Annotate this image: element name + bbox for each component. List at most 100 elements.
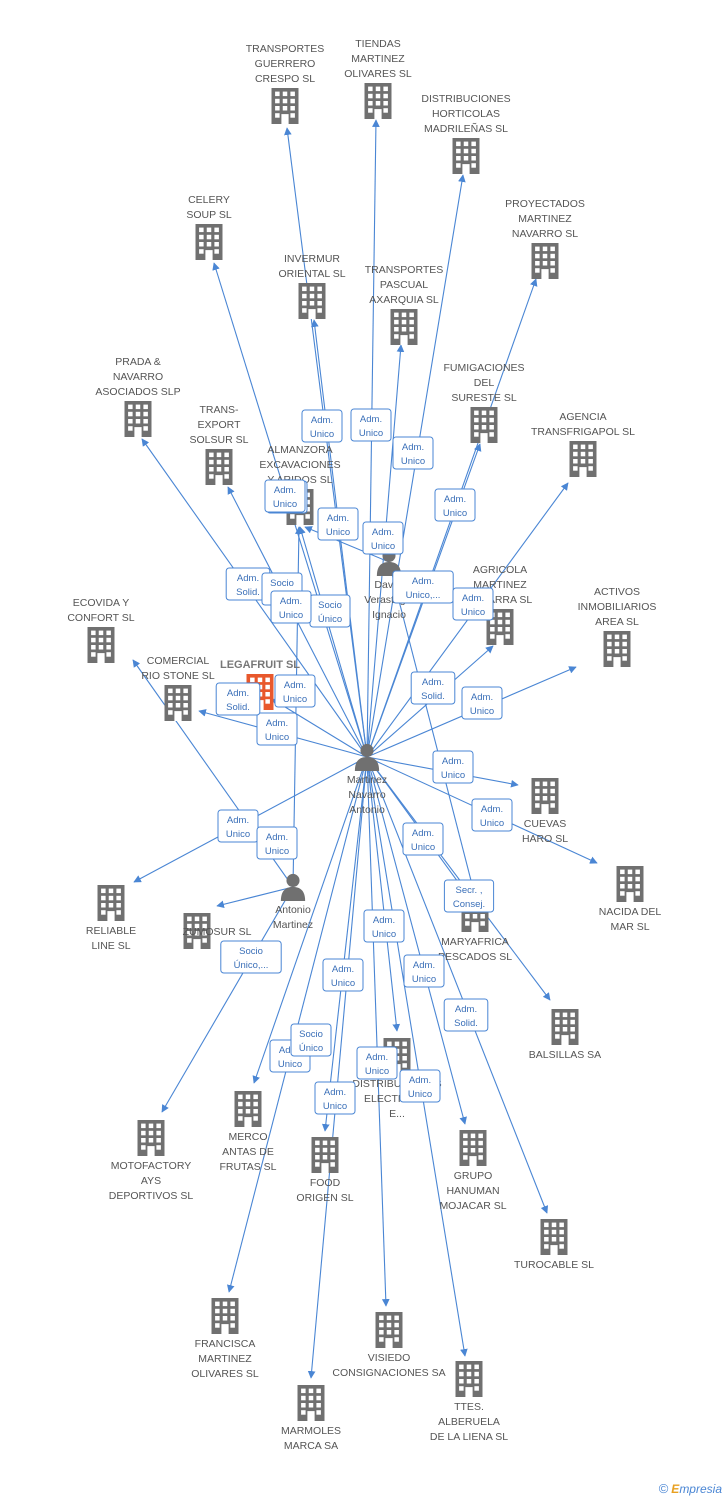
node-label: E... [389, 1108, 405, 1120]
edge-label-mna-ghm[interactable]: Adm.Unico [403, 954, 445, 988]
edge-label-am-zum[interactable]: Adm.Unico [256, 826, 298, 860]
edge-label-mna-dee[interactable]: Adm.Unico [356, 1046, 398, 1080]
edge-label-text: Unico [441, 770, 465, 781]
edge-label-box [443, 998, 489, 1032]
node-label: TRANSPORTES [365, 264, 444, 276]
edge-label-box [363, 909, 405, 943]
edge-label-mna-foo[interactable]: Adm.Unico [314, 1081, 356, 1115]
node-label: MARTINEZ [518, 213, 572, 225]
edge-label-text: Solid. [226, 702, 250, 713]
company-node-leg[interactable]: LEGAFRUIT SL [220, 659, 300, 710]
edge-label-mna-bal[interactable]: Adm.Solid. [443, 998, 489, 1032]
node-label: NAVARRO [113, 371, 163, 383]
node-label: ALBERUELA [438, 1416, 500, 1428]
node-label: AYS [141, 1175, 161, 1187]
edge-label-mna-leg[interactable]: Adm.Unico [274, 674, 316, 708]
edge-label-text: Adm. [455, 1004, 477, 1015]
edge-label-mna-vis[interactable]: Adm. Unico [363, 909, 405, 943]
edge-label-box [256, 826, 298, 860]
edge-label-mna-cha[interactable]: Adm.Unico [432, 750, 474, 784]
edge-label-mna-tg[interactable]: Adm.Unico [301, 409, 343, 443]
node-label: MARTINEZ [351, 53, 405, 65]
edge-label-am-mot[interactable]: SocioÚnico,... [220, 940, 282, 974]
edge-label-mna-dhm[interactable]: Adm.Unico [392, 436, 434, 470]
node-label: AREA SL [595, 616, 639, 628]
edge-label-mna-pmn[interactable]: Adm.Unico [434, 488, 476, 522]
edge-label-text: Adm. [409, 1075, 431, 1086]
node-label: RELIABLE [86, 925, 136, 937]
edge-label-am-eyc[interactable]: Adm.Solid. [215, 682, 261, 716]
edge-label-mna-tpa[interactable]: Adm.Unico [362, 521, 404, 555]
edge-label-mna-aia[interactable]: Adm.Unico [461, 686, 503, 720]
node-label: DISTRIBUCIONES [421, 93, 510, 105]
edge-label-box [402, 822, 444, 856]
edge-label-dv-mya[interactable]: Secr. ,Consej. [443, 879, 495, 913]
edge-label-am-aea[interactable]: Adm.Unico [270, 590, 312, 624]
edge-label-mna-mms[interactable]: Adm.Unico [322, 958, 364, 992]
building-icon [569, 441, 597, 477]
edge-label-box [434, 488, 476, 522]
node-label: ASOCIADOS SLP [95, 386, 180, 398]
edge-label-mna-inv[interactable]: Adm.Unico [317, 507, 359, 541]
node-label: TRANSFRIGAPOL SL [531, 426, 635, 438]
company-node-zum[interactable]: ZUMOSUR SL [183, 913, 252, 949]
edge-label-dv-aea[interactable]: Adm.Unico [264, 479, 306, 513]
edge-label-mna-rel[interactable]: Adm.Unico [217, 809, 259, 843]
edge-label-mna-ndm[interactable]: Adm.Unico [471, 798, 513, 832]
edge-label-mna-ata[interactable]: Adm.Unico [452, 587, 494, 621]
edge-label-mna-mya[interactable]: Adm.Unico [402, 822, 444, 856]
node-label: CONFORT SL [67, 612, 134, 624]
edge-mna-tal [366, 756, 468, 1357]
edge-label-mna-tal[interactable]: Adm.Unico [399, 1069, 441, 1103]
node-label: ORIGEN SL [296, 1192, 353, 1204]
edge-mna-leg [271, 698, 368, 758]
copyright-symbol: © [658, 1481, 669, 1496]
edge-label-mna-tmo[interactable]: Adm.Unico [350, 408, 392, 442]
edge-label-mna-crs[interactable]: Adm.Unico [256, 712, 298, 746]
company-node-bal[interactable]: BALSILLAS SA [529, 1009, 601, 1061]
edge-mna-mer [252, 756, 368, 1084]
company-node-tur[interactable]: TUROCABLE SL [514, 1219, 594, 1271]
edge-label-text: Unico [265, 732, 289, 743]
edge-label-mna-amn[interactable]: Adm.Solid. [410, 671, 456, 705]
edge-label-box [270, 590, 312, 624]
edge-label-box [452, 587, 494, 621]
edge-label-text: Adm. [373, 915, 395, 926]
edge-label-text: Adm. [412, 576, 434, 587]
node-label: PASCUAL [380, 279, 428, 291]
edge-label-text: Unico [470, 706, 494, 717]
edge-label-text: Unico [372, 929, 396, 940]
edge-label-mna-fds[interactable]: Adm.Unico,... [392, 570, 454, 604]
edge-label-text: Unico [279, 610, 303, 621]
